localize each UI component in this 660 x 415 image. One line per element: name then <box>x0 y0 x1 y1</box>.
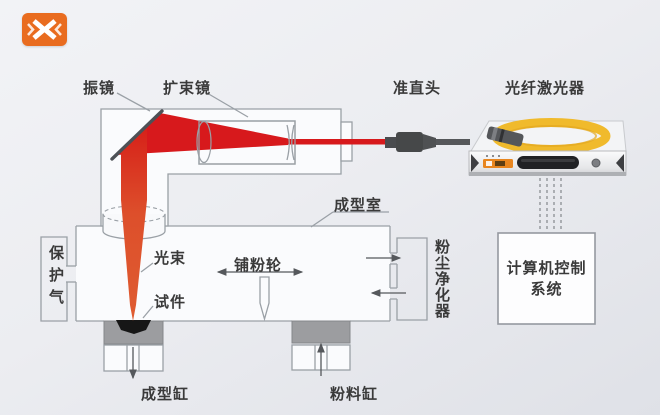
collimator-plug <box>385 132 470 152</box>
powder-cylinder-assembly <box>291 320 351 376</box>
label-powder-cylinder: 粉料缸 <box>330 386 379 403</box>
computer-control-line1: 计算机控制 <box>506 259 587 277</box>
forming-cylinder-assembly <box>103 320 164 380</box>
label-dust-purifier: 粉尘净化器 <box>433 239 450 319</box>
airflow-arrows <box>366 254 406 297</box>
label-galvo-mirror: 振镜 <box>83 80 116 97</box>
galvo-mirror <box>110 109 164 161</box>
expander-lens-elements <box>196 120 296 165</box>
laser-beam-horizontal <box>116 113 386 155</box>
computer-control-box <box>497 232 596 325</box>
specimen-part <box>116 320 151 334</box>
brand-logo-icon <box>22 13 67 46</box>
powder-spreader-blade <box>259 276 270 322</box>
label-collimator: 准直头 <box>393 80 442 97</box>
laser-beam-vertical <box>121 126 147 321</box>
label-powder-spreader: 铺粉轮 <box>234 257 283 274</box>
forming-chamber-outline <box>75 225 391 322</box>
control-signal-lines <box>539 178 562 231</box>
panel-button <box>591 158 601 168</box>
label-computer-control: 计算机控制 系统 <box>498 233 595 324</box>
computer-control-line2: 系统 <box>530 280 563 298</box>
dust-purifier-box <box>390 237 428 321</box>
fiber-connector <box>486 126 524 147</box>
label-forming-chamber: 成型室 <box>334 197 383 214</box>
label-specimen: 试件 <box>154 294 187 311</box>
label-fiber-laser: 光纤激光器 <box>505 80 586 97</box>
label-protective-gas: 保护气 <box>47 245 64 311</box>
panel-logo-badge <box>483 155 513 168</box>
leader-lines <box>116 92 389 319</box>
label-beam-expander: 扩束镜 <box>163 80 212 97</box>
rack-ear-right <box>616 154 624 172</box>
double-chevron-x-icon <box>27 19 62 40</box>
fiber-laser-unit <box>468 118 627 176</box>
fiber-cable <box>436 139 470 145</box>
protective-gas-box <box>40 236 76 322</box>
label-forming-cylinder: 成型缸 <box>141 386 190 403</box>
panel-handle <box>517 156 579 169</box>
rack-ear-left <box>471 154 479 172</box>
label-laser-beam: 光束 <box>154 250 187 267</box>
